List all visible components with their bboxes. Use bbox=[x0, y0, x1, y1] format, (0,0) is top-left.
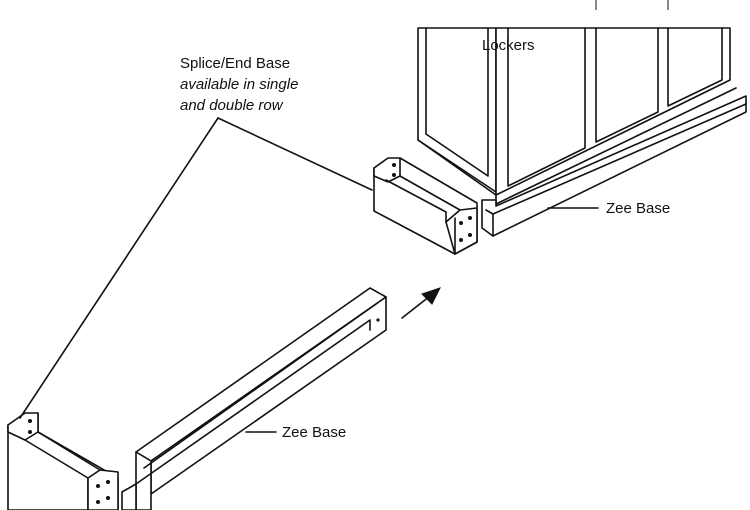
availability-line-1: available in single bbox=[180, 76, 298, 93]
splice-hole-6 bbox=[468, 233, 472, 237]
locker-left-door bbox=[425, 27, 489, 177]
splice-base-inner-fold bbox=[385, 179, 447, 223]
locker-door-3 bbox=[667, 27, 723, 107]
locker-bottom-edge bbox=[417, 139, 497, 196]
splice-end-base-label: Splice/End Base bbox=[180, 55, 290, 72]
zee-rail-front bbox=[150, 296, 387, 495]
lockers-label: Lockers bbox=[482, 37, 535, 54]
splice-hole-2 bbox=[392, 173, 396, 177]
splice-end-base-bottom bbox=[7, 412, 119, 510]
availability-line-2: and double row bbox=[180, 97, 284, 114]
end-hole-3 bbox=[96, 484, 100, 488]
zee-base-label-right: Zee Base bbox=[606, 200, 670, 217]
lockers-unit bbox=[417, 0, 737, 205]
splice-base-left-flange bbox=[373, 157, 401, 183]
arrow-shaft bbox=[401, 295, 431, 319]
end-hole-1 bbox=[28, 419, 32, 423]
zee-rail-bottom-flange bbox=[121, 483, 137, 510]
locker-front-face bbox=[495, 27, 731, 196]
zee-rail-lower-edge bbox=[135, 319, 371, 485]
locker-door-1 bbox=[507, 27, 586, 187]
splice-hole-3 bbox=[459, 221, 463, 225]
end-base-right-plate bbox=[87, 469, 119, 510]
splice-hole-4 bbox=[468, 216, 472, 220]
end-hole-6 bbox=[106, 496, 110, 500]
end-hole-2 bbox=[28, 430, 32, 434]
zee-base-under-lockers bbox=[481, 95, 747, 237]
zee-rail-inner-line bbox=[143, 303, 377, 469]
end-base-top-edge bbox=[37, 431, 101, 471]
splice-hole-1 bbox=[392, 163, 396, 167]
zee-base-rail bbox=[121, 287, 387, 510]
splice-end-base-middle bbox=[373, 157, 478, 255]
locker-top-cut bbox=[595, 0, 669, 10]
zee-base-label-bottom: Zee Base bbox=[282, 424, 346, 441]
end-hole-5 bbox=[96, 500, 100, 504]
leader-splice-middle bbox=[217, 117, 373, 191]
splice-hole-5 bbox=[459, 238, 463, 242]
zee-rail-top bbox=[135, 287, 387, 462]
end-hole-4 bbox=[106, 480, 110, 484]
zee-base-installed-edge bbox=[492, 103, 747, 215]
zee-rail-web bbox=[135, 451, 152, 510]
zee-rail-hole bbox=[376, 318, 380, 322]
arrow-head bbox=[421, 287, 441, 305]
arrow-up-right-icon bbox=[401, 287, 441, 319]
locker-door-2 bbox=[595, 27, 659, 143]
leader-splice-bottom bbox=[19, 117, 219, 419]
splice-base-top-edge bbox=[399, 175, 461, 211]
